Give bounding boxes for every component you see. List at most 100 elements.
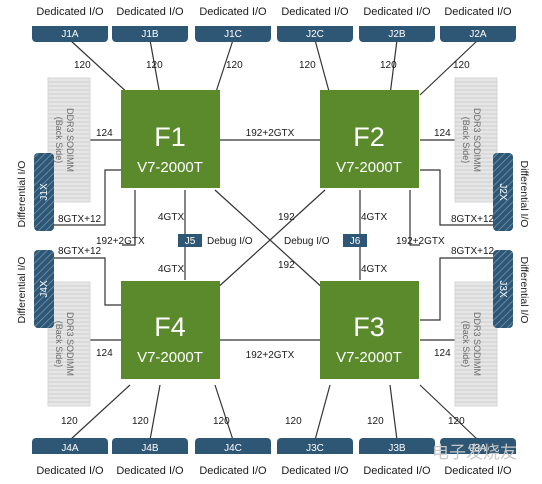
debug-connectors: J5 J6 Debug I/O Debug I/O — [178, 234, 367, 247]
label-120-top-4: 120 — [299, 60, 316, 71]
bottom-connectors: J4A J4B J4C J3C J3B J3A — [32, 438, 516, 454]
top-io-label-3: Dedicated I/O — [199, 6, 267, 18]
sodimm-left-bottom — [47, 281, 91, 407]
sodimm-right-bottom — [454, 281, 498, 407]
connector-j3c-label: J3C — [306, 443, 324, 454]
label-8gtx-right-top: 8GTX+12 — [451, 214, 495, 225]
sodimm-modules: DDR3 SODIMM (Back Side) DDR3 SODIMM (Bac… — [47, 77, 498, 407]
sodimm-right-top-label: DDR3 SODIMM — [472, 108, 482, 172]
label-8gtx-left-bottom: 8GTX+12 — [58, 246, 102, 257]
connector-j4b — [112, 438, 188, 454]
label-120-top-2: 120 — [146, 60, 163, 71]
label-120-bottom-2: 120 — [132, 416, 149, 427]
label-124-left-top: 124 — [96, 128, 113, 139]
sodimm-left-top — [47, 77, 91, 203]
fpga-blocks: F1 V7-2000T F2 V7-2000T F4 V7-2000T F3 V… — [121, 90, 419, 379]
connector-j4a — [32, 438, 108, 454]
top-io-label-6: Dedicated I/O — [444, 6, 512, 18]
top-io-labels: Dedicated I/O Dedicated I/O Dedicated I/… — [36, 6, 512, 18]
connector-j2x — [493, 153, 513, 231]
connector-j3b — [359, 438, 435, 454]
connector-j5-label: J5 — [185, 236, 196, 247]
connector-j1b-label: J1B — [141, 29, 159, 40]
connector-j4c — [195, 438, 271, 454]
fpga-f2-name: F2 — [353, 122, 385, 152]
bottom-io-label-3: Dedicated I/O — [199, 465, 267, 477]
connector-j6 — [343, 234, 367, 247]
connector-j1a-label: J1A — [61, 29, 79, 40]
connector-j4a-label: J4A — [61, 443, 79, 454]
label-120-bottom-3: 120 — [213, 416, 230, 427]
fpga-f3-part: V7-2000T — [336, 349, 402, 366]
label-120-top-6: 120 — [453, 60, 470, 71]
connector-j3a — [440, 438, 516, 454]
top-io-label-4: Dedicated I/O — [281, 6, 349, 18]
connector-j1x — [34, 153, 54, 231]
connector-j1x-label: J1X — [39, 183, 50, 201]
connector-j1c-label: J1C — [224, 29, 242, 40]
bottom-io-labels: Dedicated I/O Dedicated I/O Dedicated I/… — [36, 465, 512, 477]
fpga-f2 — [320, 90, 419, 188]
fpga-f4 — [121, 281, 220, 379]
top-io-label-1: Dedicated I/O — [36, 6, 104, 18]
differential-connectors: J1X J4X J2X J3X Differential I/O Differe… — [16, 153, 530, 328]
connector-j4x-label: J4X — [39, 280, 50, 298]
label-f4-f3: 192+2GTX — [246, 350, 295, 361]
label-diag-1: 192 — [278, 212, 295, 223]
label-diag-2: 192 — [278, 260, 295, 271]
connector-j3x-label: J3X — [497, 280, 508, 298]
differential-label-right-bottom: Differential I/O — [518, 257, 530, 324]
fpga-f1 — [121, 90, 220, 188]
connector-j4b-label: J4B — [141, 443, 159, 454]
label-4gtx-1: 4GTX — [158, 212, 184, 223]
top-io-label-2: Dedicated I/O — [116, 6, 184, 18]
debug-label-left: Debug I/O — [207, 236, 253, 247]
label-124-left-bottom: 124 — [96, 348, 113, 359]
fpga-f1-name: F1 — [154, 122, 186, 152]
label-120-bottom-4: 120 — [285, 416, 302, 427]
bottom-io-label-6: Dedicated I/O — [444, 465, 512, 477]
label-8gtx-right-bottom: 8GTX+12 — [451, 246, 495, 257]
bus-labels: 120 120 120 120 120 120 120 120 120 120 … — [58, 60, 495, 427]
label-4gtx-4: 4GTX — [361, 264, 387, 275]
fpga-f1-part: V7-2000T — [137, 159, 203, 176]
connector-j5 — [178, 234, 202, 247]
differential-label-right-top: Differential I/O — [518, 161, 530, 228]
connector-j4x — [34, 250, 54, 328]
debug-label-right: Debug I/O — [284, 236, 330, 247]
connector-j2a — [440, 26, 516, 42]
label-124-right-bottom: 124 — [434, 348, 451, 359]
sodimm-left-top-label: DDR3 SODIMM — [65, 108, 75, 172]
label-120-top-3: 120 — [226, 60, 243, 71]
fpga-f2-part: V7-2000T — [336, 159, 402, 176]
label-120-top-5: 120 — [380, 60, 397, 71]
label-120-bottom-1: 120 — [61, 416, 78, 427]
connector-j2c-label: J2C — [306, 29, 324, 40]
top-io-label-5: Dedicated I/O — [363, 6, 431, 18]
connector-j3b-label: J3B — [388, 443, 406, 454]
differential-label-left-top: Differential I/O — [16, 161, 28, 228]
fpga-f3 — [320, 281, 419, 379]
label-120-bottom-5: 120 — [367, 416, 384, 427]
connector-j2b — [359, 26, 435, 42]
connector-j1a — [32, 26, 108, 42]
connector-j2a-label: J2A — [469, 29, 487, 40]
bottom-io-label-2: Dedicated I/O — [116, 465, 184, 477]
connector-j1b — [112, 26, 188, 42]
fpga-f3-name: F3 — [353, 312, 385, 342]
sodimm-left-bottom-label: DDR3 SODIMM — [65, 312, 75, 376]
watermark: 电子发烧友 — [432, 443, 517, 463]
connector-j2c — [277, 26, 353, 42]
connector-j3c — [277, 438, 353, 454]
fpga-f4-name: F4 — [154, 312, 186, 342]
label-124-right-top: 124 — [434, 128, 451, 139]
connector-j6-label: J6 — [350, 236, 361, 247]
label-120-top-1: 120 — [74, 60, 91, 71]
sodimm-left-bottom-sublabel: (Back Side) — [54, 321, 64, 368]
bottom-io-label-4: Dedicated I/O — [281, 465, 349, 477]
connector-j4c-label: J4C — [224, 443, 242, 454]
label-120-bottom-6: 120 — [448, 416, 465, 427]
connector-j1c — [195, 26, 271, 42]
bottom-io-label-1: Dedicated I/O — [36, 465, 104, 477]
